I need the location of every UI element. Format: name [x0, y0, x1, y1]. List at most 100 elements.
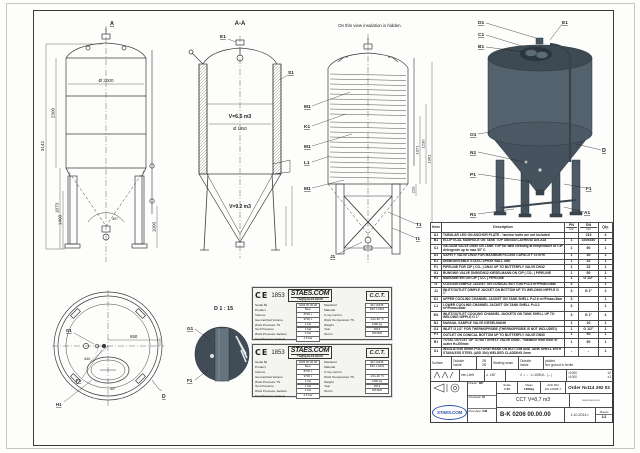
callout-top-g1: G1 [66, 328, 72, 333]
part-item: M1 [430, 311, 442, 322]
part-description: TOTAL OUTLET UP TO BUTTERFLY VALVE DN50 … [441, 337, 565, 348]
scan-edge [6, 3, 635, 449]
part-description: INLET/OUTLET DIMPLE JACKET ON BOTTOM UP … [441, 287, 565, 298]
part-dn: G 1" [578, 311, 599, 322]
detail-d-view: D 1 : 15 G1 F1 [187, 306, 250, 383]
callout-l1: L1 [304, 160, 310, 166]
surface-label: Surface [431, 356, 452, 369]
welding-seam-label: Welding seam [492, 356, 519, 369]
dim-45deg: 45° [110, 387, 116, 391]
part-description: INSULATION 50mm POLYURETHANE ON BOTTOM A… [441, 346, 565, 357]
parts-table-row: M1 INLET/OUTLET COOLING CHANNEL JACKETS … [430, 311, 613, 322]
part-dn: 50 [578, 243, 599, 254]
callout-detail-g1: G1 [187, 326, 194, 331]
drawing-date: 1.10.2014 г. [565, 407, 596, 422]
part-pn: 1 [564, 337, 579, 348]
dim-210: 210 [411, 186, 416, 193]
callout-detail-f1: F1 [187, 378, 193, 383]
ce-mark: CE [255, 348, 269, 357]
section-view: A-A E1 S1 V=6.5 m3 Ø 1650 V=9.2 m3 [188, 21, 294, 258]
callout-3d-c1: C1 [478, 32, 484, 38]
parts-table-row: L1 LOWER COOLING CHANNEL JACKET ON TANK … [430, 302, 613, 313]
tank-type-box: C.C.T. [365, 290, 389, 301]
callout-3d-a1: A1 [584, 210, 590, 216]
dim-bottom-height: 1000 [152, 221, 157, 232]
part-dn: 50 [578, 337, 599, 348]
part-item: R1 [430, 337, 442, 348]
signatures-cell: Drawn: MP Checked: KI Post-App: DM [468, 382, 497, 422]
part-qty: 1 [598, 302, 613, 313]
dim-total-height: 3142 [40, 140, 45, 151]
detail-flag-d: D [162, 394, 166, 400]
drawing-number: B-K 0206 00.00.00 [497, 407, 565, 422]
tank-type-box: C.C.T. [365, 347, 389, 358]
callout-t1: T1 [416, 222, 422, 228]
callout-k1: K1 [304, 124, 310, 130]
tolerance-strip: min.L/left ∠ ±30' // ⊥ ○ L=1000±1 |↔| >1… [430, 369, 613, 382]
parts-table-row: J1 INLET/OUTLET DIMPLE JACKET ON BOTTOM … [430, 287, 613, 298]
callout-3d-o1: O1 [470, 132, 477, 138]
ce-mark: CE [255, 291, 269, 300]
callout-3d-f1: F1 [586, 186, 592, 192]
tol-rough-note: min.L/left [460, 369, 485, 381]
detail-title: D 1 : 15 [214, 306, 233, 312]
dim-cone-height: 1873 [55, 202, 60, 213]
part-qty: 4 [598, 311, 613, 322]
part-dn [578, 302, 599, 313]
notified-body-number: 1853 [271, 292, 285, 299]
volume-top: V=6.5 m3 [229, 114, 252, 120]
part-qty: 1 [598, 243, 613, 254]
part-description: INLET/OUTLET COOLING CHANNEL JACKETS ON … [441, 311, 565, 322]
callout-top-h1: H1 [56, 402, 62, 407]
callout-3d-d: D [602, 148, 606, 154]
callout-e1: E1 [220, 34, 226, 40]
callout-m1-lower: M1 [304, 186, 311, 192]
dim-1961: 1961 [427, 154, 432, 164]
dim-leg-height: 1400 [58, 214, 63, 225]
part-pn: 3 [564, 302, 579, 313]
insulation-hidden-view: On this view insulation is hidden. [304, 23, 433, 264]
callout-3d-n1: N1 [470, 150, 476, 156]
dim-1230: 1230 [421, 139, 426, 149]
order-number: Order №114 292 03 [568, 384, 610, 390]
ce-nameplate-lower: CE 1853 STAES.COM+32(0)14.25.93.00 C.C.T… [252, 344, 392, 399]
callout-3d-p1: P1 [470, 172, 476, 178]
render-3d-view: D1 C1 B1 E1 O1 N1 P1 R1 D F1 A1 [470, 20, 606, 218]
top-view: 650 440 45° G1 F1 H1 D [52, 290, 166, 407]
part-pn: 1 [564, 243, 579, 254]
dim-cone-angle: 45° [112, 216, 118, 221]
part-pn: - [564, 346, 579, 357]
order-subtext: www.staes.com [581, 398, 601, 402]
sheets-cell: Sheets 1/1 [596, 408, 612, 422]
callout-top-f1: F1 [76, 378, 82, 383]
brand-box: STAES.COM+32(0)14.25.93.00 [287, 345, 333, 360]
callout-j1: J1 [330, 254, 336, 260]
part-description: VACUUM VALVE DN50 ON TANK TOP for tank c… [441, 243, 565, 254]
brand-box: STAES.COM+32(0)14.25.93.00 [287, 288, 333, 303]
part-description: LOWER COOLING CHANNEL JACKET ON TANK SHE… [441, 302, 565, 313]
front-view: 3142 2300 1873 1400 1000 Ø 2000 45° A [40, 21, 158, 262]
dim-650: 650 [130, 334, 138, 339]
product-title: CCT V=8,7 m3 [497, 393, 570, 407]
part-qty: 1 [598, 346, 613, 357]
part-item: S1 [430, 346, 442, 357]
title-block: STAES.COM Drawn: MP Checked: KI Post-App… [430, 382, 613, 423]
dim-inner-dia: Ø 1650 [233, 126, 247, 131]
part-dn: - [578, 346, 599, 357]
part-item: J1 [430, 287, 442, 298]
callout-3d-r1: R1 [470, 212, 476, 218]
dim-diameter: Ø 2000 [98, 78, 114, 83]
callout-i1: I1 [416, 236, 420, 242]
dim-shell-height: 2300 [51, 107, 56, 118]
staes-logo: STAES.COM [432, 404, 467, 420]
col-description: Description [441, 221, 565, 234]
parts-table-row: C1 VACUUM VALVE DN50 ON TANK TOP for tan… [430, 243, 613, 254]
